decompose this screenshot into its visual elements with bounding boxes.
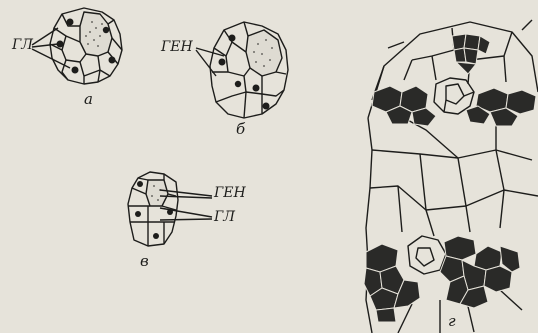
label-gen-b: ГЕН: [161, 40, 193, 54]
panel-c-cell-group: [128, 172, 178, 246]
label-gl-a: ГЛ: [12, 38, 33, 52]
caption-a: а: [84, 92, 93, 107]
caption-c: в: [140, 254, 149, 269]
label-gl-c: ГЛ: [214, 210, 235, 224]
caption-b: б: [236, 122, 245, 137]
caption-d: г: [448, 314, 456, 329]
panel-b-cell-group: [210, 22, 288, 118]
panel-d-dark-tissue: [364, 34, 536, 322]
panel-d-vascular-bundle-bottom: [408, 236, 446, 274]
label-gen-c: ГЕН: [214, 186, 246, 200]
panel-d-vascular-bundle-top: [434, 78, 474, 114]
